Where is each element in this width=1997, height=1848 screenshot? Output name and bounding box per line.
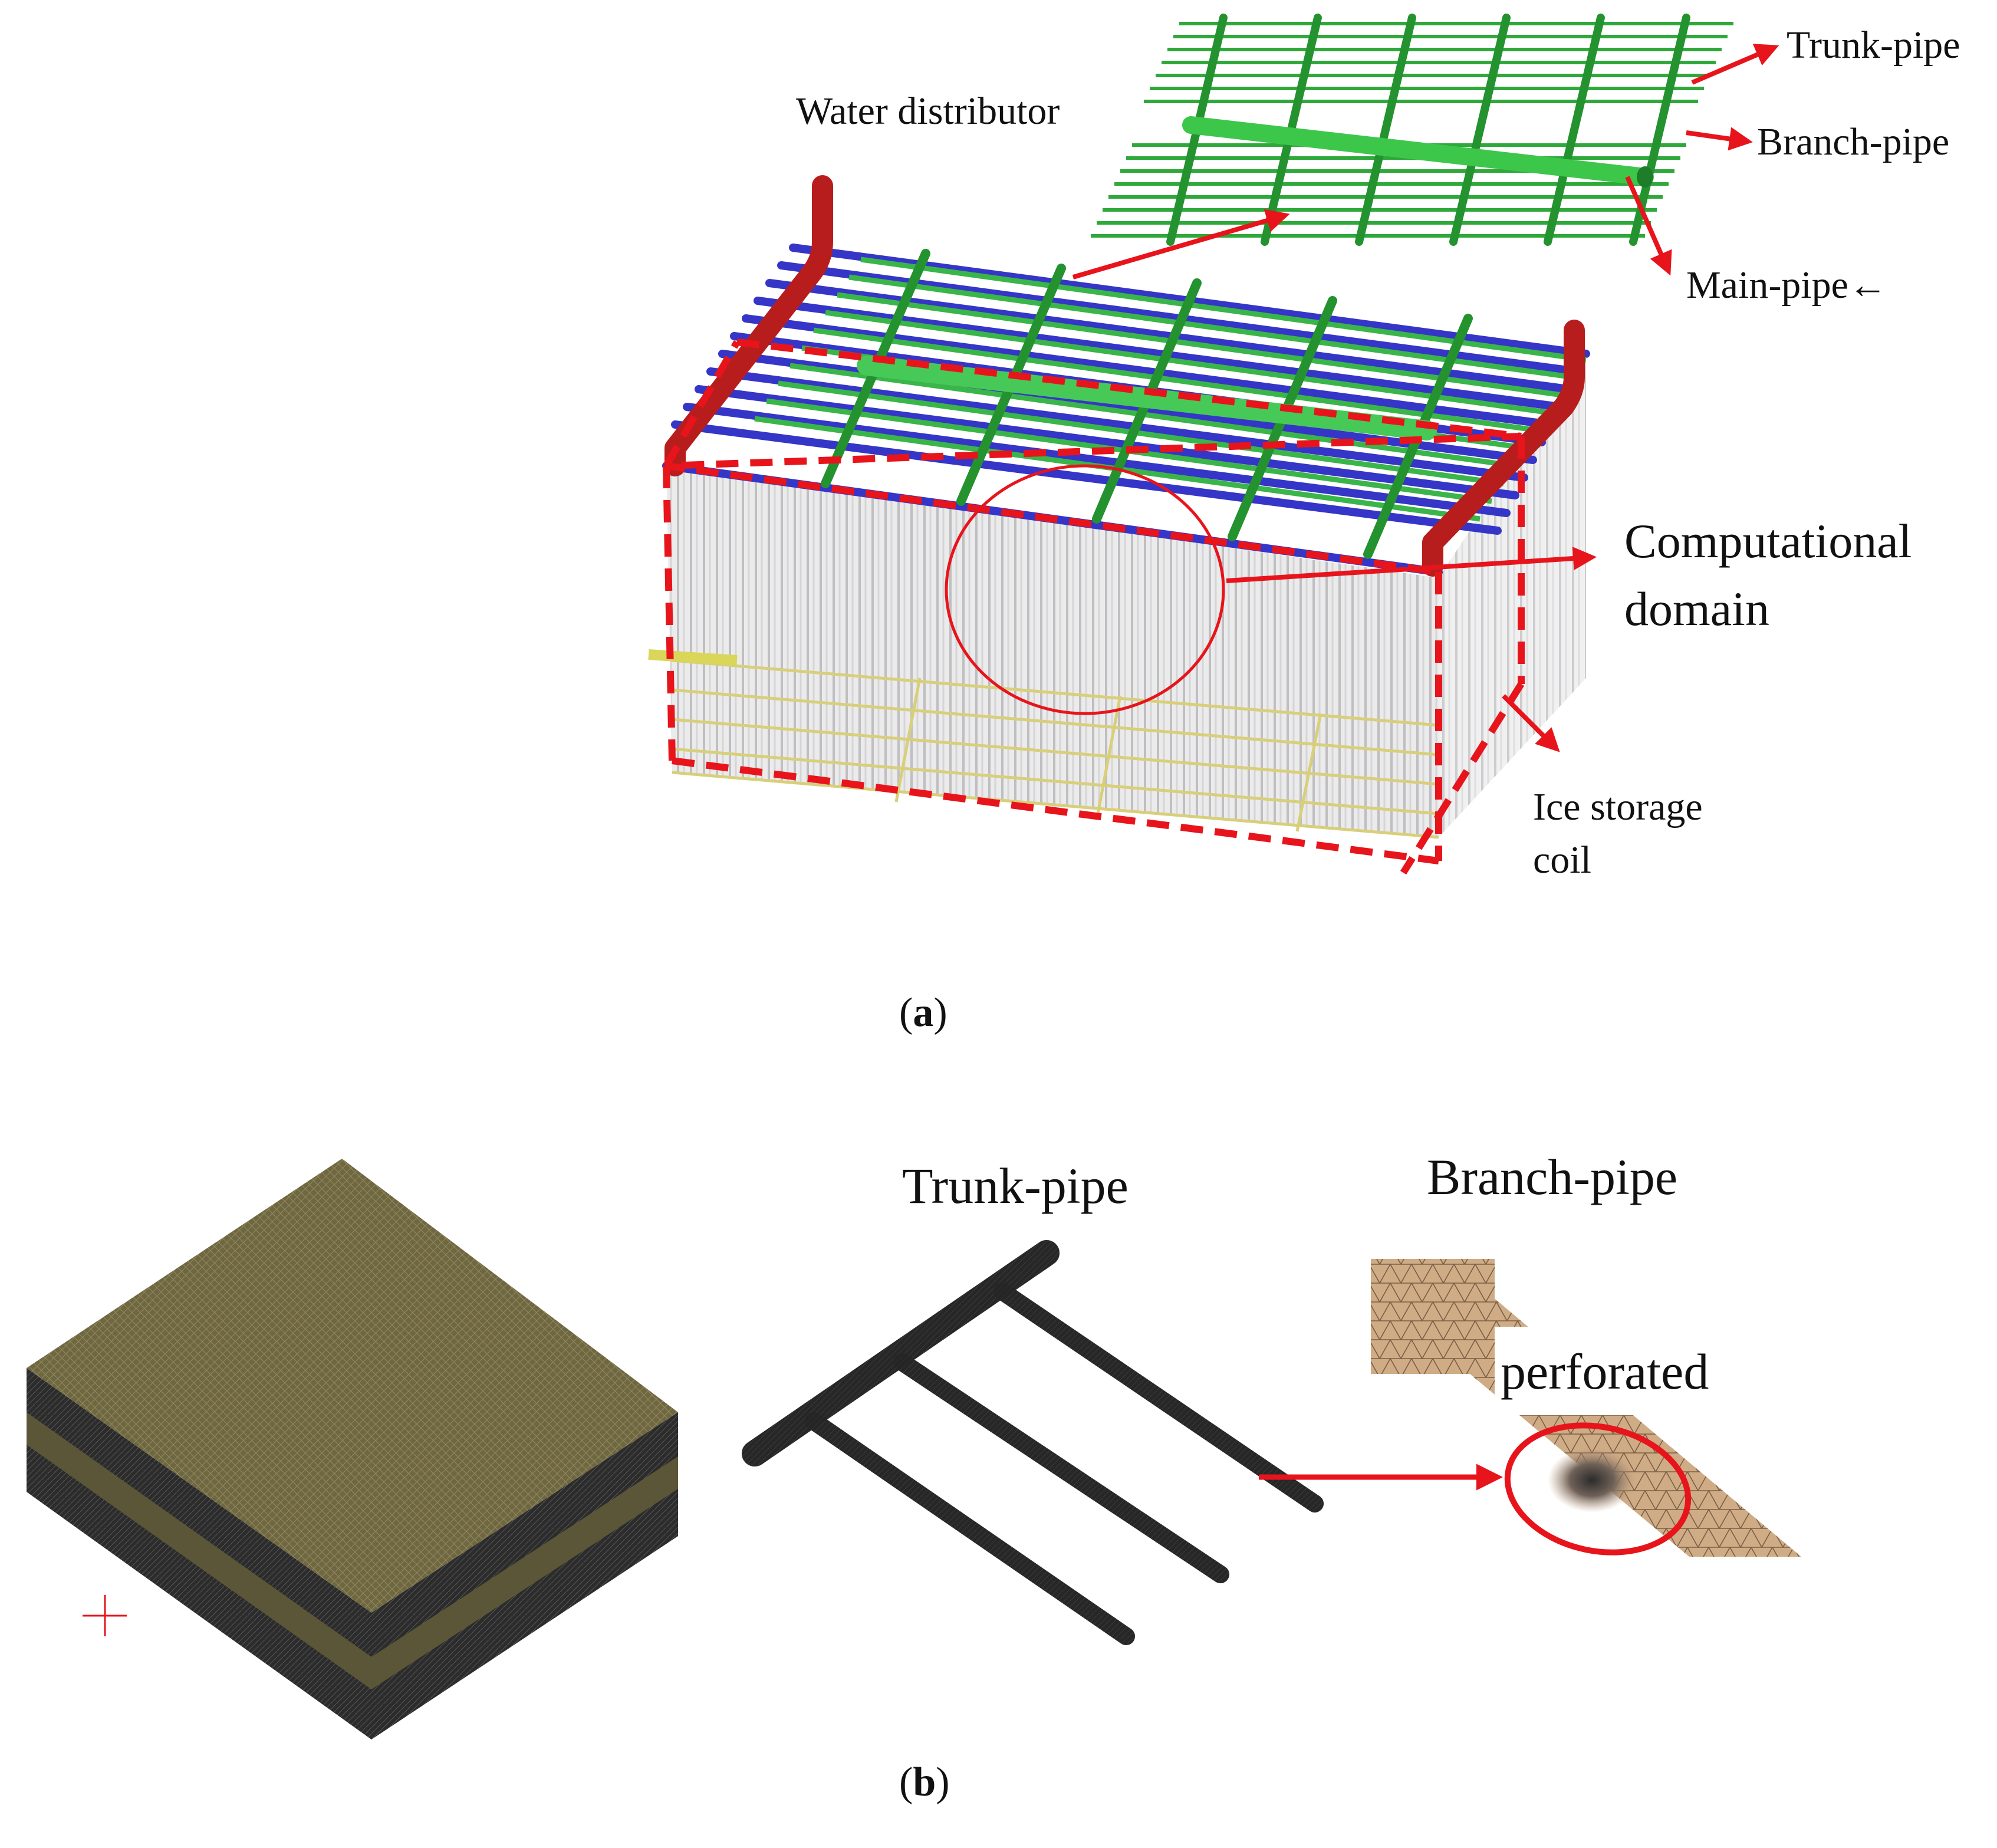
crosshair-marker xyxy=(83,1595,127,1636)
branch-pipe-2-edge xyxy=(893,1353,1229,1583)
label-trunk-pipe-a: Trunk-pipe xyxy=(1787,24,1960,67)
trunk-pipe-assembly xyxy=(742,1240,1324,1645)
label-main-pipe: Main-pipe← xyxy=(1686,264,1887,307)
branch-pipe-closeup xyxy=(1371,1259,1801,1557)
coil-vertical-pipes-side xyxy=(1439,354,1586,837)
perforation-hole xyxy=(1548,1448,1636,1512)
coil-vertical-pipes-front xyxy=(666,466,1439,837)
label-computational-line1: Computational xyxy=(1624,514,1912,568)
branch-pipe-1-edge xyxy=(993,1283,1324,1512)
panel-b-caption: (b) xyxy=(899,1760,950,1805)
arrow-main-pipe xyxy=(1625,176,1672,276)
panel-a: Water distributor Trunk-pipe Branch-pipe… xyxy=(648,14,1960,1035)
label-computational-line2: domain xyxy=(1624,582,1769,636)
water-distributor-exploded xyxy=(1091,14,1733,246)
arrow-computational-domain xyxy=(1226,547,1597,583)
distributor-main-pipe xyxy=(1182,116,1654,186)
bottom-coil-grid xyxy=(672,659,1439,839)
arrow-trunk-pipe xyxy=(1691,44,1779,85)
distributor-thin-branches-upper xyxy=(1144,22,1733,103)
label-branch-pipe-b: Branch-pipe xyxy=(1427,1149,1677,1205)
domain-dashed-boundary xyxy=(663,338,1525,875)
perforation-highlight-circle xyxy=(1504,1422,1692,1556)
arrow-to-exploded-distributor xyxy=(1072,209,1290,279)
assembly-green-main-pipe xyxy=(857,356,1437,440)
meshed-domain-block xyxy=(27,1159,678,1740)
trunk-pipe-edge xyxy=(742,1240,1060,1466)
panel-b: Trunk-pipe Branch-pipe perforated (b) xyxy=(27,1149,1801,1805)
computational-domain-circle xyxy=(945,464,1225,715)
mesh-layer-band-right xyxy=(371,1456,678,1689)
arrow-branch-pipe xyxy=(1686,127,1753,151)
label-branch-pipe-a: Branch-pipe xyxy=(1757,120,1949,163)
red-header-left xyxy=(664,175,833,476)
coil-inlet-pipe xyxy=(648,649,738,666)
label-trunk-pipe-b: Trunk-pipe xyxy=(902,1158,1129,1214)
perforated-label-backdrop xyxy=(1495,1327,1772,1415)
branch-pipe-3-edge xyxy=(805,1412,1135,1645)
distributor-main-pipe-end xyxy=(1637,166,1653,188)
label-ice-storage-line1: Ice storage xyxy=(1533,785,1703,828)
label-ice-storage-line2: coil xyxy=(1533,838,1591,882)
label-water-distributor: Water distributor xyxy=(796,90,1060,133)
mesh-layer-band-left xyxy=(27,1412,371,1689)
label-perforated: perforated xyxy=(1501,1343,1709,1400)
mesh-block-top xyxy=(27,1159,678,1613)
branch-pipe-mesh-upper xyxy=(1371,1259,1495,1374)
ice-storage-assembly xyxy=(648,175,1590,839)
red-header-right xyxy=(1422,320,1585,577)
arrow-ice-storage-coil xyxy=(1502,694,1560,752)
panel-a-caption: (a) xyxy=(899,990,947,1035)
